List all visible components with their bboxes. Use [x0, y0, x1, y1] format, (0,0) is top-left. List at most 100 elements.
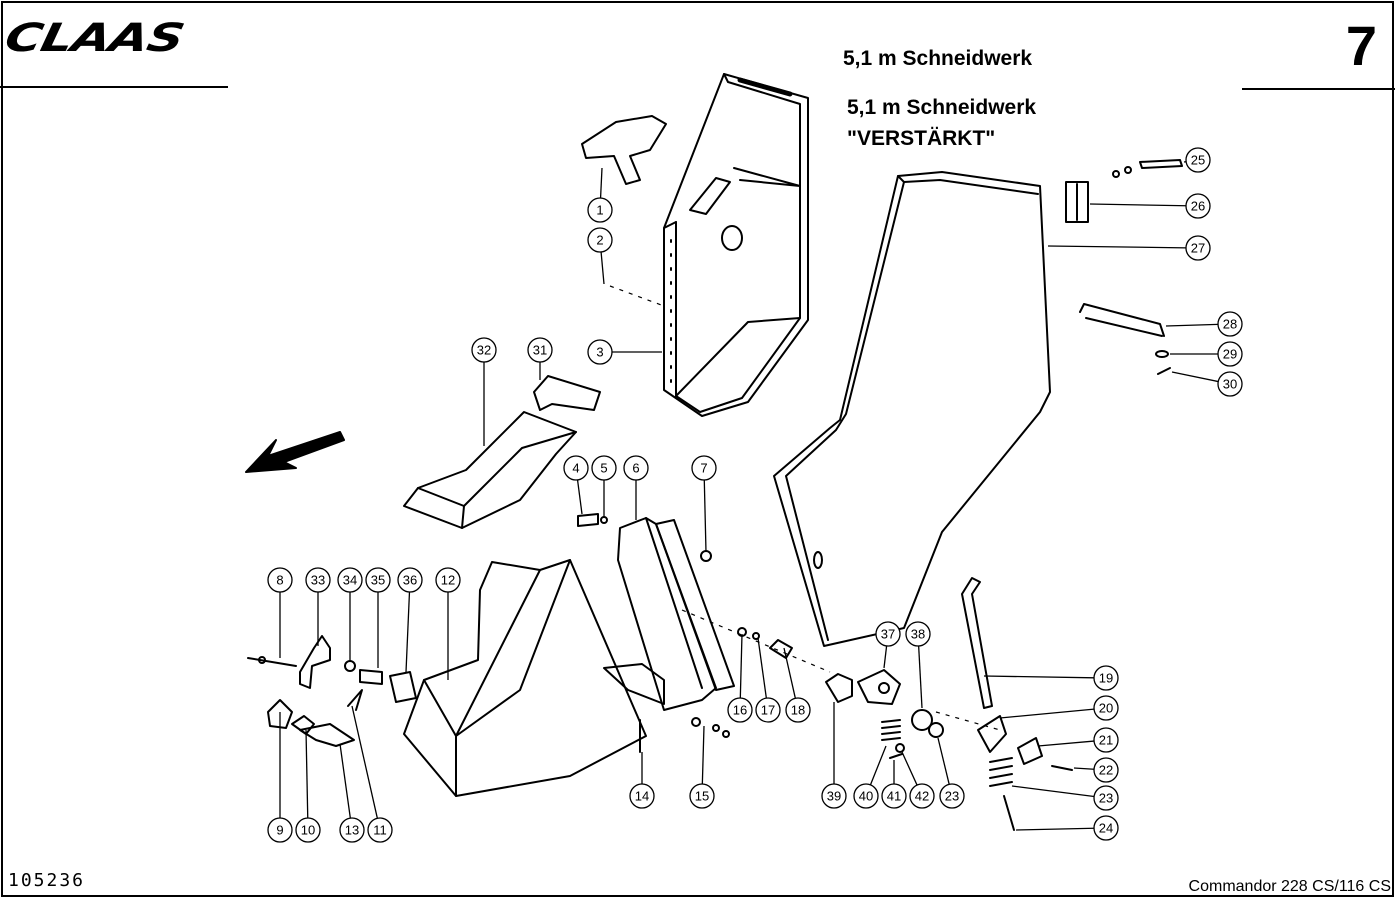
callout-number: 24 — [1099, 821, 1113, 836]
part-42-ring — [928, 722, 944, 738]
callout-circle — [785, 697, 811, 723]
callout-circle — [623, 455, 649, 481]
callout-circle — [295, 817, 321, 843]
callout-number: 15 — [695, 789, 709, 804]
callout-circle — [1217, 371, 1243, 397]
part-40-pin — [889, 753, 903, 759]
page-number: 7 — [1345, 14, 1377, 77]
callout-number: 25 — [1191, 153, 1205, 168]
callout-circle — [905, 621, 931, 647]
part-38-bushing — [911, 709, 933, 731]
callout-circle — [1093, 785, 1119, 811]
callout-leader — [305, 729, 309, 819]
part-19-lever — [961, 577, 993, 709]
callout-leader — [703, 479, 707, 553]
part-4-5-7-hardware — [577, 513, 712, 562]
callout-circle — [875, 621, 901, 647]
part-16-17-18-hardware — [737, 627, 793, 659]
callout-circle — [305, 567, 331, 593]
callout-number: 6 — [632, 461, 639, 476]
callout-circle — [337, 567, 363, 593]
callout-circle — [939, 783, 965, 809]
part-22-pin — [1051, 765, 1073, 771]
callout-circle — [1093, 757, 1119, 783]
callout-circle — [689, 783, 715, 809]
part-23-spring-a — [881, 719, 901, 741]
callout-number: 32 — [477, 343, 491, 358]
part-29-ring — [1155, 350, 1169, 358]
callout-circle — [435, 567, 461, 593]
callout-number: 33 — [311, 573, 325, 588]
part-32-tray — [403, 411, 577, 529]
callout-leader — [405, 591, 411, 673]
callout-number: 40 — [859, 789, 873, 804]
callout-circle — [629, 783, 655, 809]
callout-leader — [937, 737, 950, 785]
callout-circle — [1185, 193, 1211, 219]
callout-circle — [853, 783, 879, 809]
callout-leader — [1047, 245, 1187, 249]
part-31-plate — [533, 375, 601, 411]
callout-leader — [1037, 740, 1095, 747]
callout-number: 10 — [301, 823, 315, 838]
callout-leader — [1015, 827, 1095, 831]
callout-leader — [739, 633, 743, 699]
callout-circle — [267, 817, 293, 843]
callout-leader — [757, 637, 767, 699]
callout-circle — [587, 339, 613, 365]
callout-leader — [869, 745, 887, 786]
callout-number: 27 — [1191, 241, 1205, 256]
part-11-pin — [347, 689, 363, 711]
callout-leader — [1165, 323, 1219, 327]
callout-leader — [917, 645, 923, 709]
callout-number: 42 — [915, 789, 929, 804]
header-rule — [1242, 88, 1395, 90]
callout-circle — [367, 817, 393, 843]
callout-circle — [527, 337, 553, 363]
drawing-number: 105236 — [8, 870, 86, 891]
callout-number: 20 — [1099, 701, 1113, 716]
callout-number: 3 — [596, 345, 603, 360]
part-1-bracket — [581, 115, 667, 185]
callout-circle — [471, 337, 497, 363]
part-41-washer — [895, 743, 905, 753]
callout-circle — [909, 783, 935, 809]
callout-number: 35 — [371, 573, 385, 588]
callout-number: 8 — [276, 573, 283, 588]
callout-number: 13 — [345, 823, 359, 838]
callout-leader — [701, 725, 705, 785]
part-9-bracket — [267, 699, 293, 729]
callout-circle — [727, 697, 753, 723]
callout-number: 26 — [1191, 199, 1205, 214]
callout-leader — [600, 251, 605, 285]
callout-number: 16 — [733, 703, 747, 718]
callout-number: 36 — [403, 573, 417, 588]
callout-number: 28 — [1223, 317, 1237, 332]
part-39-block — [825, 673, 853, 703]
callout-leader — [883, 645, 888, 669]
callout-circle — [821, 783, 847, 809]
callout-leader — [983, 675, 1095, 679]
callout-number: 14 — [635, 789, 649, 804]
callout-number: 23 — [945, 789, 959, 804]
callout-leader — [999, 708, 1095, 719]
part-25-bolt — [1112, 159, 1183, 178]
callout-circle — [267, 567, 293, 593]
callout-number: 9 — [276, 823, 283, 838]
callout-circle — [1093, 695, 1119, 721]
callout-number: 12 — [441, 573, 455, 588]
callout-number: 23 — [1099, 791, 1113, 806]
part-21-plate — [1017, 737, 1043, 765]
part-24-pin — [1003, 795, 1015, 831]
title-line-2: 5,1 m Schneidwerk — [847, 96, 1037, 119]
callout-circle — [339, 817, 365, 843]
callout-circle — [881, 783, 907, 809]
callout-number: 4 — [572, 461, 579, 476]
part-28-rod — [1079, 303, 1165, 337]
callout-circle — [755, 697, 781, 723]
callout-leader — [576, 479, 583, 515]
callout-number: 21 — [1099, 733, 1113, 748]
